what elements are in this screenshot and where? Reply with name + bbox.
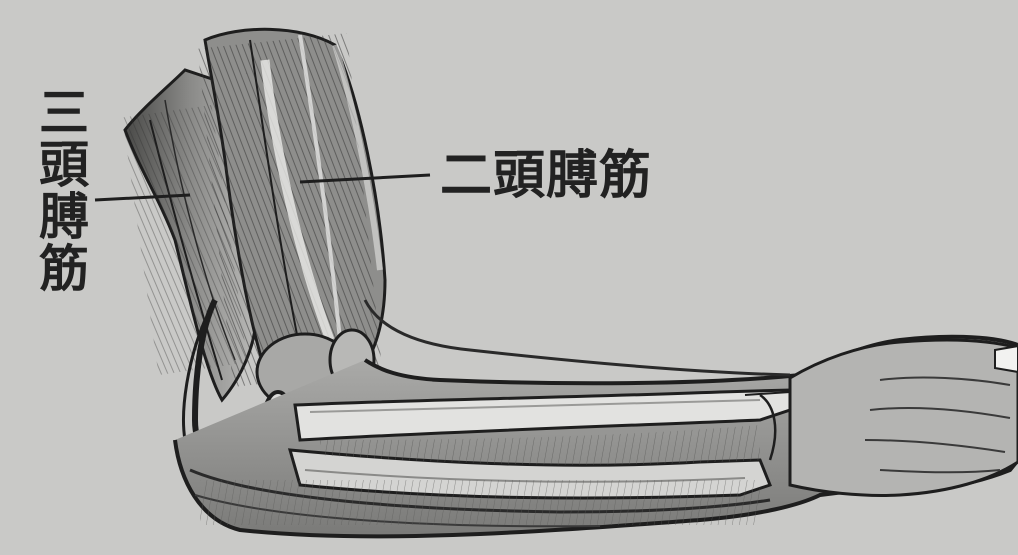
biceps-label: 二頭膊筋 — [440, 146, 652, 206]
triceps-label: 三頭膊筋 — [28, 86, 88, 294]
